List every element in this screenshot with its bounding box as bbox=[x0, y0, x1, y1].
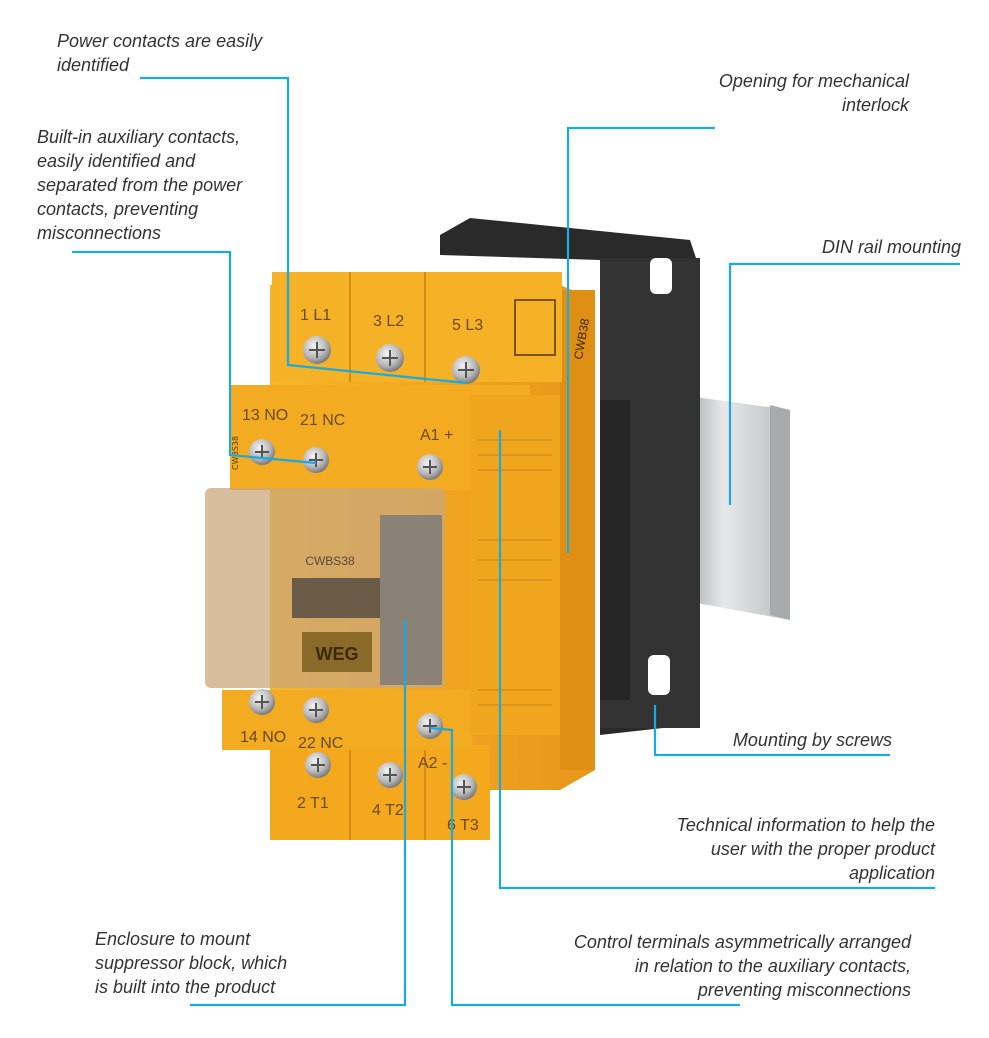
aux-label-a1: A1 + bbox=[420, 427, 453, 444]
leader-din-rail bbox=[728, 262, 960, 505]
module-model-label: CWBS38 bbox=[305, 554, 355, 568]
screw-icon bbox=[303, 447, 329, 473]
aux-label-14no: 14 NO bbox=[240, 729, 286, 746]
callout-screws: Mounting by screws bbox=[732, 730, 892, 750]
terminal-label-3l2: 3 L2 bbox=[373, 313, 404, 330]
aux-label-21nc: 21 NC bbox=[300, 412, 345, 429]
leader-control-terminals bbox=[429, 726, 740, 1007]
callout-control-terminals: Control terminals asymmetrically arrange… bbox=[573, 932, 911, 1000]
screw-icon bbox=[417, 454, 443, 480]
callout-power-contacts: Power contacts are easily identified bbox=[57, 31, 263, 75]
weg-side-logo bbox=[514, 299, 556, 356]
screw-icon bbox=[451, 774, 477, 800]
leader-tech-info bbox=[498, 430, 935, 890]
callout-mech-interlock: Opening for mechanical interlock bbox=[718, 71, 909, 115]
leader-power-contacts bbox=[140, 76, 467, 385]
screws bbox=[249, 336, 480, 800]
leader-lines bbox=[72, 76, 960, 1007]
leader-aux-contacts bbox=[72, 250, 317, 465]
callout-din-rail: DIN rail mounting bbox=[821, 237, 961, 257]
technical-info-panel bbox=[470, 395, 560, 735]
terminal-label-1l1: 1 L1 bbox=[300, 307, 331, 324]
side-model-label: CWBS38 bbox=[231, 436, 240, 470]
din-rail bbox=[680, 395, 790, 620]
screw-icon bbox=[249, 439, 275, 465]
screw-icon bbox=[303, 336, 331, 364]
screw-icon bbox=[376, 344, 404, 372]
terminal-label-4t2: 4 T2 bbox=[372, 802, 404, 819]
suppressor-enclosure: WEG CWBS38 bbox=[205, 488, 445, 688]
aux-label-13no: 13 NO bbox=[242, 407, 288, 424]
callout-tech-info: Technical information to help the user w… bbox=[676, 815, 936, 883]
leader-screws bbox=[653, 705, 890, 757]
screw-icon bbox=[452, 356, 480, 384]
leader-enclosure bbox=[190, 620, 407, 1007]
callout-aux-contacts: Built-in auxiliary contacts, easily iden… bbox=[37, 127, 243, 243]
screw-icon bbox=[305, 752, 331, 778]
bracket-slot-bottom bbox=[648, 655, 670, 695]
callout-enclosure: Enclosure to mount suppressor block, whi… bbox=[95, 929, 288, 997]
screw-icon bbox=[377, 762, 403, 788]
terminal-label-2t1: 2 T1 bbox=[297, 795, 329, 812]
screw-icon bbox=[303, 697, 329, 723]
aux-label-a2: A2 - bbox=[418, 755, 447, 772]
bracket-slot-top bbox=[650, 258, 672, 294]
screw-icon bbox=[249, 689, 275, 715]
terminal-label-6t3: 6 T3 bbox=[447, 817, 479, 834]
aux-label-22nc: 22 NC bbox=[298, 735, 343, 752]
screw-icon bbox=[417, 713, 443, 739]
leader-mech-interlock bbox=[566, 126, 715, 553]
terminal-label-5l3: 5 L3 bbox=[452, 317, 483, 334]
weg-front-logo: WEG bbox=[316, 644, 359, 664]
